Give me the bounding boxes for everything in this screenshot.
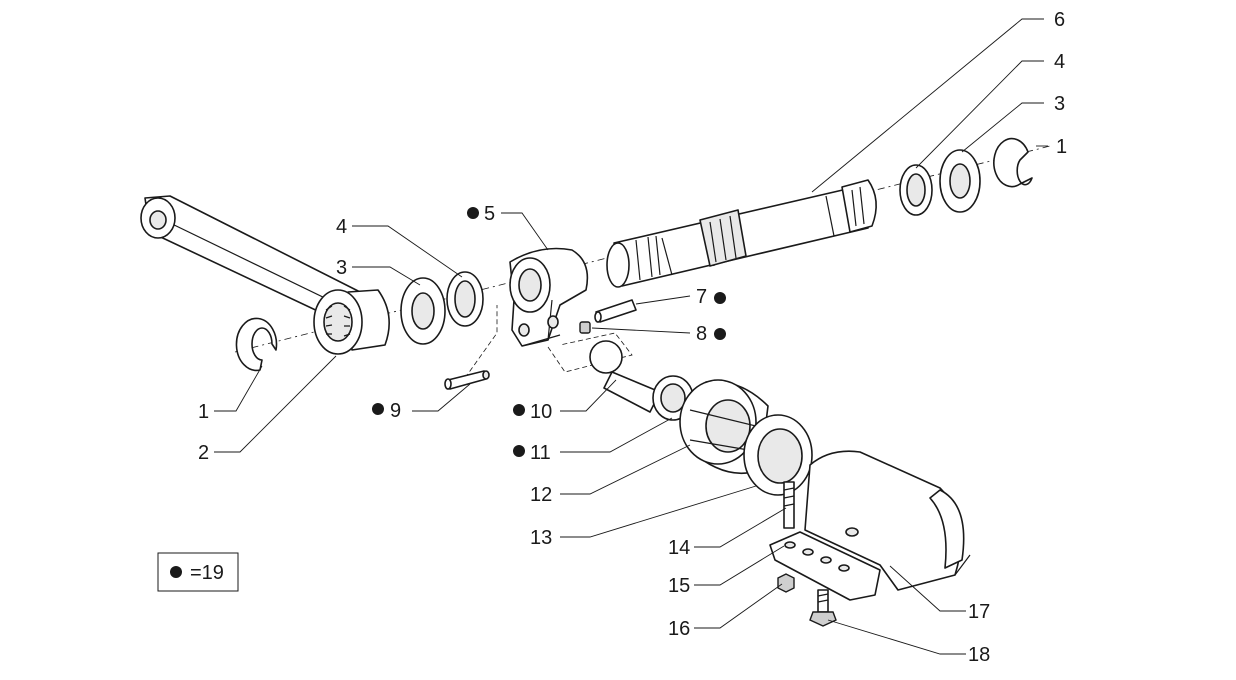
callout-11: 11 (530, 442, 551, 464)
lever-arm (140, 195, 390, 355)
marker-dot-11 (513, 445, 525, 457)
legend: =19 (157, 552, 239, 592)
ball-stud (589, 340, 694, 421)
splined-yoke (509, 247, 589, 347)
marker-dot-10 (513, 404, 525, 416)
callout-3-left: 3 (336, 257, 347, 279)
callout-6: 6 (1054, 9, 1065, 31)
callout-15: 15 (668, 575, 690, 597)
leader-11 (560, 417, 673, 453)
callout-1-right: 1 (1056, 136, 1067, 158)
leader-13 (560, 485, 757, 538)
callout-4-right: 4 (1054, 51, 1065, 73)
legend-dot (170, 566, 182, 578)
leader-15 (694, 545, 785, 586)
callout-13: 13 (530, 527, 552, 549)
marker-dot-8 (714, 328, 726, 340)
callout-10: 10 (530, 401, 552, 423)
legend-text: =19 (190, 562, 224, 584)
hex-bolt (809, 589, 837, 627)
seal-ring (743, 414, 813, 496)
callout-8: 8 (696, 323, 707, 345)
leader-7 (635, 295, 691, 305)
callout-12: 12 (530, 484, 552, 506)
leader-4-right (915, 60, 1044, 169)
callout-16: 16 (668, 618, 690, 640)
housing (804, 450, 971, 591)
circlip-right (993, 137, 1033, 188)
ball-joint-dashed-line (547, 332, 633, 373)
dowel-pin (594, 299, 637, 323)
callout-14: 14 (668, 537, 690, 559)
pivot-pin (444, 370, 490, 390)
leader-12 (560, 444, 691, 495)
circlip-left (235, 317, 278, 372)
marker-dot-5 (467, 207, 479, 219)
callout-2: 2 (198, 442, 209, 464)
callout-17: 17 (968, 601, 990, 623)
hex-nut (777, 573, 795, 593)
grub-screw (579, 321, 591, 334)
washer-right (939, 149, 981, 213)
leader-14 (694, 507, 787, 548)
callout-5: 5 (484, 203, 495, 225)
callout-7: 7 (696, 286, 707, 308)
leader-1-left (214, 365, 263, 412)
marker-dot-7 (714, 292, 726, 304)
callout-3-right: 3 (1054, 93, 1065, 115)
leader-4-left (352, 225, 463, 278)
marker-dot-9 (372, 403, 384, 415)
washer-left (400, 277, 446, 345)
ring-left (446, 271, 484, 327)
leader-5 (501, 212, 549, 251)
leader-2 (214, 355, 337, 453)
leader-18 (827, 619, 966, 655)
splined-main-shaft (606, 179, 877, 288)
leader-16 (694, 583, 783, 629)
ring-right (899, 164, 933, 216)
leader-3-left (352, 266, 421, 286)
leader-10 (560, 379, 617, 412)
mounting-plate (769, 527, 881, 601)
leader-3-right (961, 102, 1044, 153)
callout-9: 9 (390, 400, 401, 422)
leader-6 (811, 18, 1044, 193)
callout-1-left: 1 (198, 401, 209, 423)
callout-18: 18 (968, 644, 990, 666)
leader-17 (889, 565, 966, 612)
leader-8 (591, 327, 691, 334)
pin-alignment-dashed-line (464, 305, 498, 379)
stud-bolt (783, 481, 795, 529)
callout-4-left: 4 (336, 216, 347, 238)
leader-9 (412, 383, 471, 412)
